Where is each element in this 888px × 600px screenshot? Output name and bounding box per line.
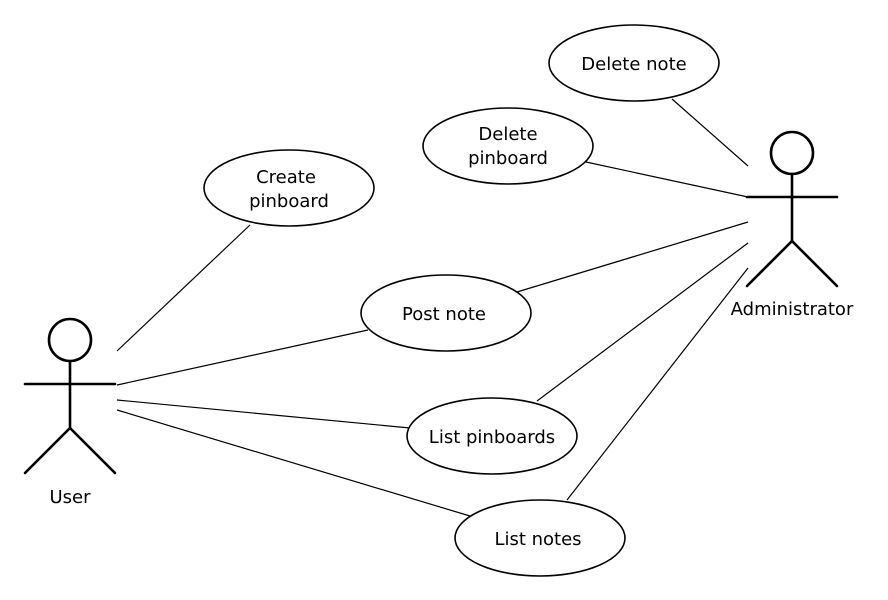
association-admin-list-notes: [566, 267, 749, 501]
association-admin-list-pinboards: [536, 242, 749, 402]
use-case-label: Create: [256, 167, 316, 188]
use-case-label: List notes: [494, 529, 581, 550]
association-user-list-pinboards: [116, 399, 411, 429]
actor-head: [47, 317, 93, 363]
stick-figure-icon: [23, 317, 117, 475]
actor-head: [769, 130, 815, 176]
use-case-ellipse: [422, 107, 594, 185]
association-user-list-notes: [116, 409, 471, 517]
association-admin-delete-note: [671, 98, 749, 167]
use-case-post-note: Post note: [360, 274, 532, 352]
use-case-ellipse: [454, 499, 626, 577]
use-case-ellipse: [406, 397, 578, 475]
actor-right-leg: [68, 426, 117, 475]
associations: [116, 98, 749, 517]
association-admin-post-note: [516, 221, 749, 293]
use-case-create-pinboard: Create pinboard: [203, 149, 375, 227]
association-user-create-pinboard: [116, 224, 251, 352]
actor-label: User: [49, 487, 91, 508]
use-case-label: Delete note: [581, 54, 686, 75]
association-user-post-note: [116, 329, 369, 386]
actor-administrator: Administrator: [731, 130, 854, 320]
association-admin-delete-pinboard: [585, 161, 749, 198]
use-case-label: pinboard: [249, 191, 329, 212]
use-case-ellipse: [203, 149, 375, 227]
actor-left-leg: [23, 426, 72, 475]
actor-right-leg: [790, 239, 839, 288]
use-case-label: Post note: [402, 304, 486, 325]
use-case-delete-note: Delete note: [548, 24, 720, 102]
use-case-list-notes: List notes: [454, 499, 626, 577]
stick-figure-icon: [745, 130, 839, 288]
use-case-list-pinboards: List pinboards: [406, 397, 578, 475]
actor-user: User: [23, 317, 117, 508]
actor-left-leg: [745, 239, 794, 288]
use-case-delete-pinboard: Delete pinboard: [422, 107, 594, 185]
use-case-ellipse: [548, 24, 720, 102]
use-case-label: pinboard: [468, 148, 548, 169]
actor-label: Administrator: [731, 299, 854, 320]
use-case-label: Delete: [478, 124, 537, 145]
use-case-label: List pinboards: [429, 427, 555, 448]
use-case-ellipse: [360, 274, 532, 352]
